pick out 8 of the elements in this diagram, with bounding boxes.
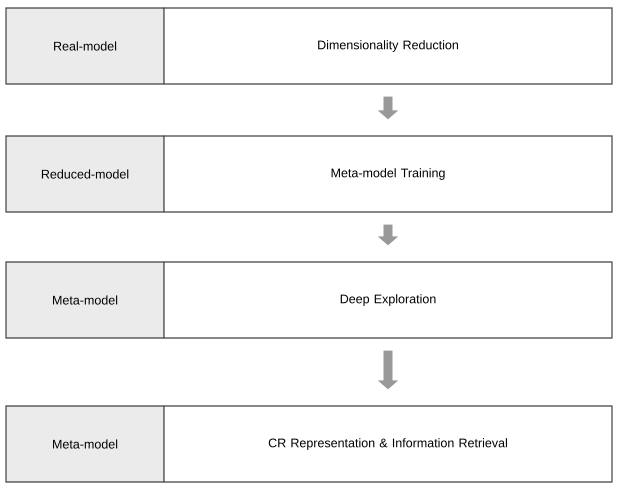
stage-label-box: Real-model — [5, 7, 165, 85]
stage-label-box: Meta-model — [5, 405, 165, 483]
stage-label-box: Reduced-model — [5, 135, 165, 213]
process-box: Deep Exploration — [163, 261, 613, 339]
process-box: CR Representation & Information Retrieval — [163, 405, 613, 483]
process-box: Meta-model Training — [163, 135, 613, 213]
stage-label-box: Meta-model — [5, 261, 165, 339]
process-box: Dimensionality Reduction — [163, 7, 613, 85]
